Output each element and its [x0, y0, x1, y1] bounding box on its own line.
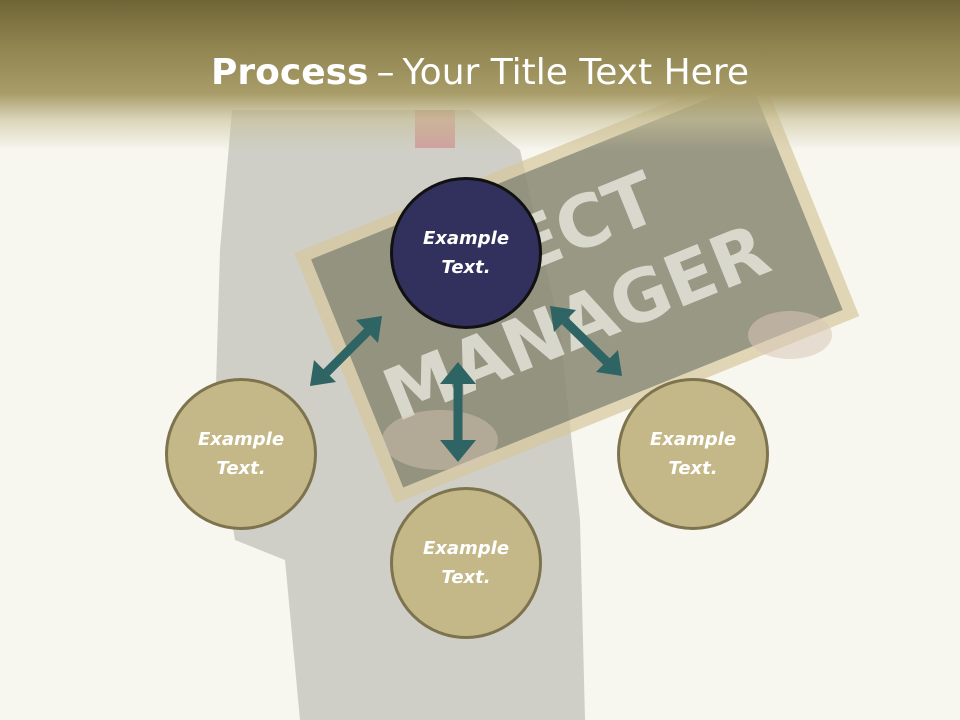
- arrowhead-vertical-top: [440, 362, 476, 384]
- arrowhead-upper-right-end: [596, 350, 622, 376]
- left-circle-label: Example Text.: [197, 429, 285, 479]
- arrowhead-upper-left-end: [356, 316, 382, 343]
- arrowhead-upper-right-start: [550, 306, 576, 332]
- right-hand: [748, 311, 832, 359]
- right-circle[interactable]: Example Text.: [617, 378, 769, 530]
- title-dash: –: [376, 52, 395, 93]
- bottom-circle-label: Example Text.: [422, 538, 510, 588]
- arrow-upper-left: [322, 327, 372, 377]
- arrow-upper-right: [561, 317, 611, 366]
- title-rest: Your Title Text Here: [402, 52, 749, 93]
- arrowhead-vertical-bottom: [440, 440, 476, 462]
- title-bold: Process: [210, 52, 369, 93]
- slide-title[interactable]: Process–Your Title Text Here: [0, 52, 960, 93]
- title-band: [0, 0, 960, 150]
- right-circle-label: Example Text.: [649, 429, 737, 479]
- center-circle-label: Example Text.: [422, 228, 510, 278]
- center-circle[interactable]: Example Text.: [390, 177, 542, 329]
- left-circle[interactable]: Example Text.: [165, 378, 317, 530]
- arrowhead-upper-left-start: [310, 360, 336, 386]
- bottom-circle[interactable]: Example Text.: [390, 487, 542, 639]
